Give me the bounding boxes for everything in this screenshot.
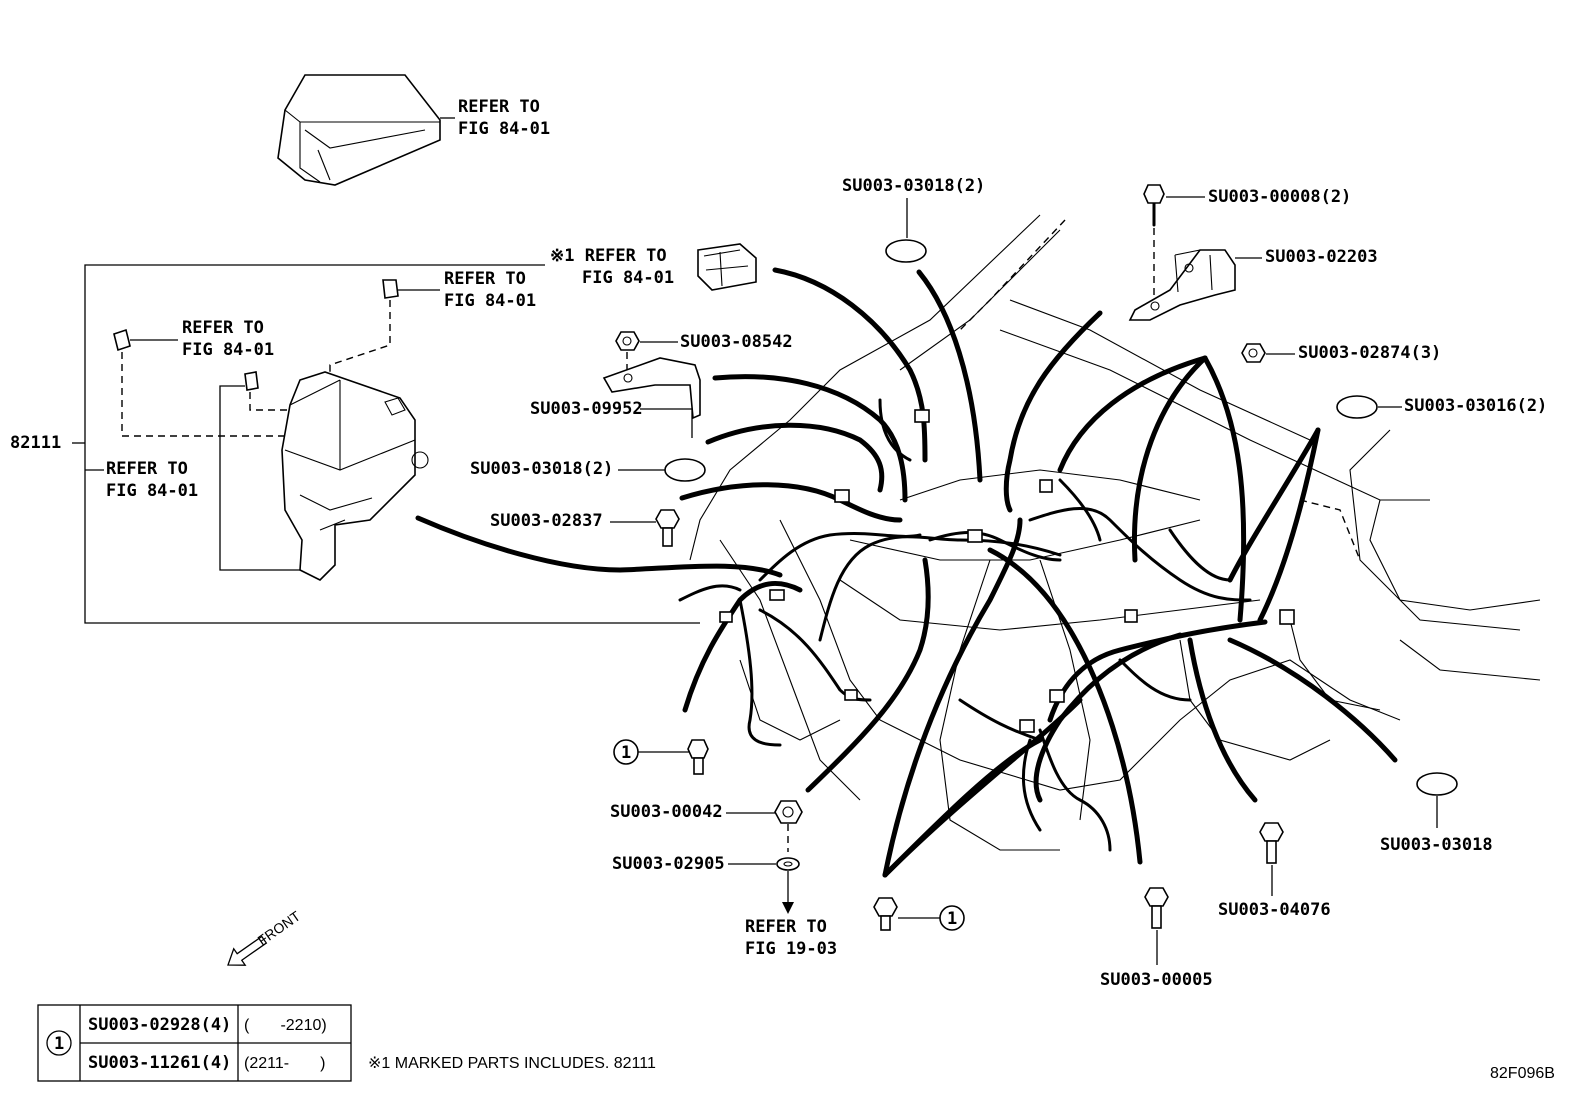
refer-fig19-line2: FIG 19-03 xyxy=(745,939,837,959)
circle-mark-1-bottom xyxy=(939,905,965,931)
callout-su003-00008: SU003-00008(2) xyxy=(1208,187,1351,207)
mark1-refer-line1: ※1 REFER TO xyxy=(550,246,667,266)
refer-mid-line1: REFER TO xyxy=(182,318,264,338)
legend-row-1-part: SU003-02928(4) xyxy=(88,1015,231,1035)
callout-su003-03018-right: SU003-03018 xyxy=(1380,835,1493,855)
refer-mid-line2: FIG 84-01 xyxy=(182,340,274,360)
refer-top-line2: FIG 84-01 xyxy=(458,119,550,139)
fuse-box-cover xyxy=(277,74,441,186)
legend-row-2-range: (2211- ) xyxy=(244,1055,326,1072)
vehicle-body-outline xyxy=(689,214,1541,851)
grommet-top xyxy=(885,239,927,263)
callout-su003-02837: SU003-02837 xyxy=(490,511,603,531)
callout-su003-02874: SU003-02874(3) xyxy=(1298,343,1441,363)
legend-note: ※1 MARKED PARTS INCLUDES. 82111 xyxy=(368,1055,656,1072)
legend-row-1-range: ( -2210) xyxy=(244,1017,327,1034)
clip-small xyxy=(244,371,259,391)
bolt-02837 xyxy=(655,509,680,547)
mark1-refer-line2: FIG 84-01 xyxy=(582,268,674,288)
refer-clip-line2: FIG 84-01 xyxy=(444,291,536,311)
relay-block-part xyxy=(697,243,757,291)
harness-connectors xyxy=(719,409,1295,733)
refer-clip-line1: REFER TO xyxy=(444,269,526,289)
grommet-right xyxy=(1416,772,1458,796)
engine-room-relay-box xyxy=(281,371,429,581)
figure-code: 82F096B xyxy=(1490,1065,1555,1082)
callout-su003-03018-mid: SU003-03018(2) xyxy=(470,459,613,479)
bolt-circle1-left xyxy=(687,739,709,775)
refer-left-line1: REFER TO xyxy=(106,459,188,479)
callout-su003-03016: SU003-03016(2) xyxy=(1404,396,1547,416)
callout-su003-08542: SU003-08542 xyxy=(680,332,793,352)
legend-symbol: 1 xyxy=(54,1034,64,1054)
front-label: FRONT xyxy=(255,907,304,948)
callout-su003-02203: SU003-02203 xyxy=(1265,247,1378,267)
circle-mark-1-left-text: 1 xyxy=(621,743,631,763)
refer-top-line1: REFER TO xyxy=(458,97,540,117)
legend-row-2-part: SU003-11261(4) xyxy=(88,1053,231,1073)
callout-su003-00005: SU003-00005 xyxy=(1100,970,1213,990)
nut-08542 xyxy=(615,331,640,351)
grommet-mid xyxy=(664,458,706,482)
grommet-03016 xyxy=(1336,395,1378,419)
bracket-09952 xyxy=(602,357,701,420)
bracket-02203 xyxy=(1128,249,1236,321)
callout-su003-03018-top: SU003-03018(2) xyxy=(842,176,985,196)
washer-02905 xyxy=(776,857,800,871)
bolt-00005 xyxy=(1144,887,1169,929)
nut-02874 xyxy=(1241,343,1266,363)
callout-su003-04076: SU003-04076 xyxy=(1218,900,1331,920)
callout-su003-09952: SU003-09952 xyxy=(530,399,643,419)
bolt-04076 xyxy=(1259,822,1284,864)
bolt-00008 xyxy=(1143,184,1165,227)
circle-mark-1-bottom-text: 1 xyxy=(947,909,957,929)
clip-top xyxy=(382,279,399,299)
callout-su003-02905: SU003-02905 xyxy=(612,854,725,874)
engine-wire-harness xyxy=(415,267,1398,878)
legend-table: 1 SU003-02928(4) ( -2210) SU003-11261(4)… xyxy=(37,1004,352,1082)
nut-00042 xyxy=(774,800,803,824)
part-number-82111: 82111 xyxy=(10,433,61,453)
front-arrow-icon xyxy=(227,935,268,966)
refer-fig19-line1: REFER TO xyxy=(745,917,827,937)
callout-su003-00042: SU003-00042 xyxy=(610,802,723,822)
refer-left-line2: FIG 84-01 xyxy=(106,481,198,501)
bolt-circle1-bottom xyxy=(873,897,898,931)
clip-left xyxy=(113,328,131,352)
